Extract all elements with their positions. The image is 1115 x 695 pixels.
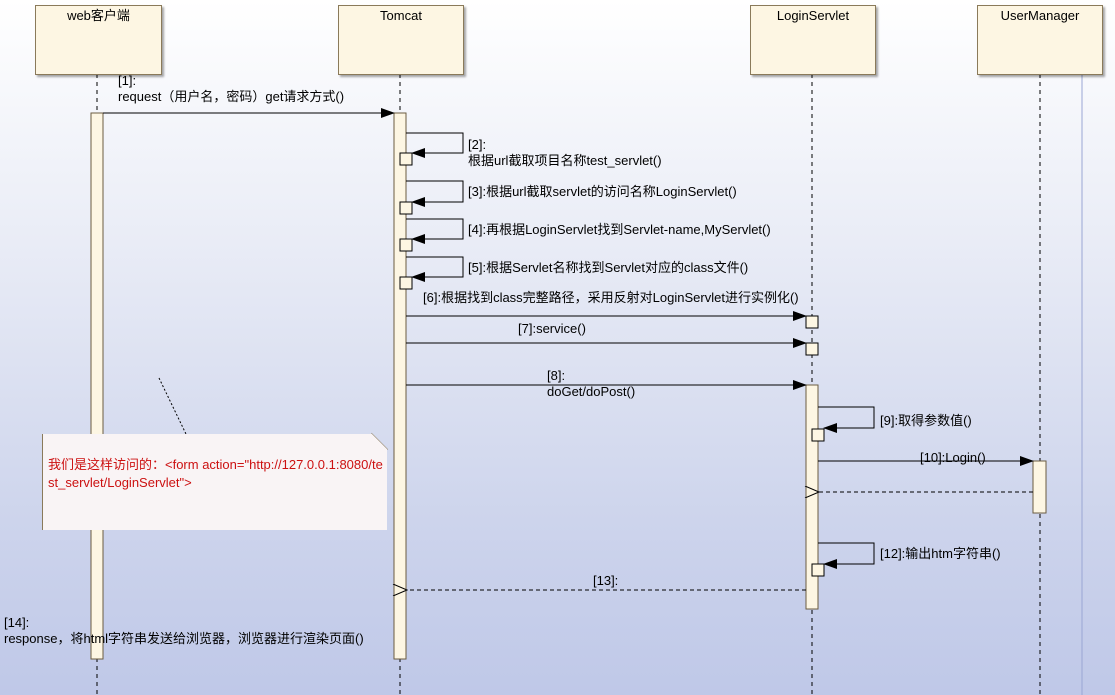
participant-tomcat[interactable]: Tomcat: [338, 5, 464, 75]
message-2-label: [2]: 根据url截取项目名称test_servlet(): [468, 137, 662, 169]
arrow-4: [406, 218, 464, 244]
participant-label: UserManager: [1000, 8, 1080, 23]
message-6-label: [6]:根据找到class完整路径，采用反射对LoginServlet进行实例化…: [423, 290, 799, 305]
message-14-number: [14]:: [4, 615, 30, 630]
message-8-label: [8]: doGet/doPost(): [547, 368, 635, 400]
activation-tomcat: [393, 112, 407, 660]
message-10-label: [10]:Login(): [920, 450, 986, 465]
note-box[interactable]: [42, 434, 387, 530]
message-8-number: [8]:: [547, 368, 566, 383]
message-14-text: response，将html字符串发送给浏览器，浏览器进行渲染页面(): [4, 631, 364, 646]
message-8-text: doGet/doPost(): [547, 384, 636, 399]
arrow-9: [818, 406, 875, 433]
message-14-label: [14]: response，将html字符串发送给浏览器，浏览器进行渲染页面(…: [4, 615, 364, 647]
participant-label: Tomcat: [380, 8, 422, 23]
participant-loginservlet[interactable]: LoginServlet: [750, 5, 876, 75]
message-arrows: [103, 108, 1034, 590]
arrow-3: [406, 180, 464, 207]
arrow-5: [406, 256, 464, 282]
message-5-label: [5]:根据Servlet名称找到Servlet对应的class文件(): [468, 260, 749, 275]
message-9-label: [9]:取得参数值(): [880, 413, 972, 428]
note-text: 我们是这样访问的：<form action="http://127.0.0.1:…: [48, 457, 383, 490]
message-13-label: [13]:: [593, 573, 619, 588]
activation-usermanager: [1032, 460, 1047, 514]
message-7-label: [7]:service(): [518, 321, 586, 336]
lifelines: [96, 74, 1083, 695]
message-1-text: request（用户名，密码）get请求方式(): [118, 89, 345, 104]
self-activations: [399, 152, 825, 577]
message-1-number: [1]:: [118, 73, 137, 88]
participant-usermanager[interactable]: UserManager: [977, 5, 1103, 75]
message-2-number: [2]:: [468, 137, 487, 152]
activation-web: [90, 112, 104, 660]
message-1-label: [1]: request（用户名，密码）get请求方式(): [118, 73, 344, 105]
message-3-label: [3]:根据url截取servlet的访问名称LoginServlet(): [468, 184, 737, 199]
arrow-12: [818, 542, 875, 569]
arrow-2: [406, 132, 464, 158]
message-12-label: [12]:输出htm字符串(): [880, 546, 1001, 561]
participant-label: LoginServlet: [776, 8, 850, 23]
note-connector: [158, 377, 187, 435]
message-2-text: 根据url截取项目名称test_servlet(): [468, 153, 662, 168]
participant-web-client[interactable]: web客户端: [35, 5, 162, 75]
participant-label: web客户端: [67, 8, 130, 23]
message-4-label: [4]:再根据LoginServlet找到Servlet-name,MyServ…: [468, 222, 771, 237]
